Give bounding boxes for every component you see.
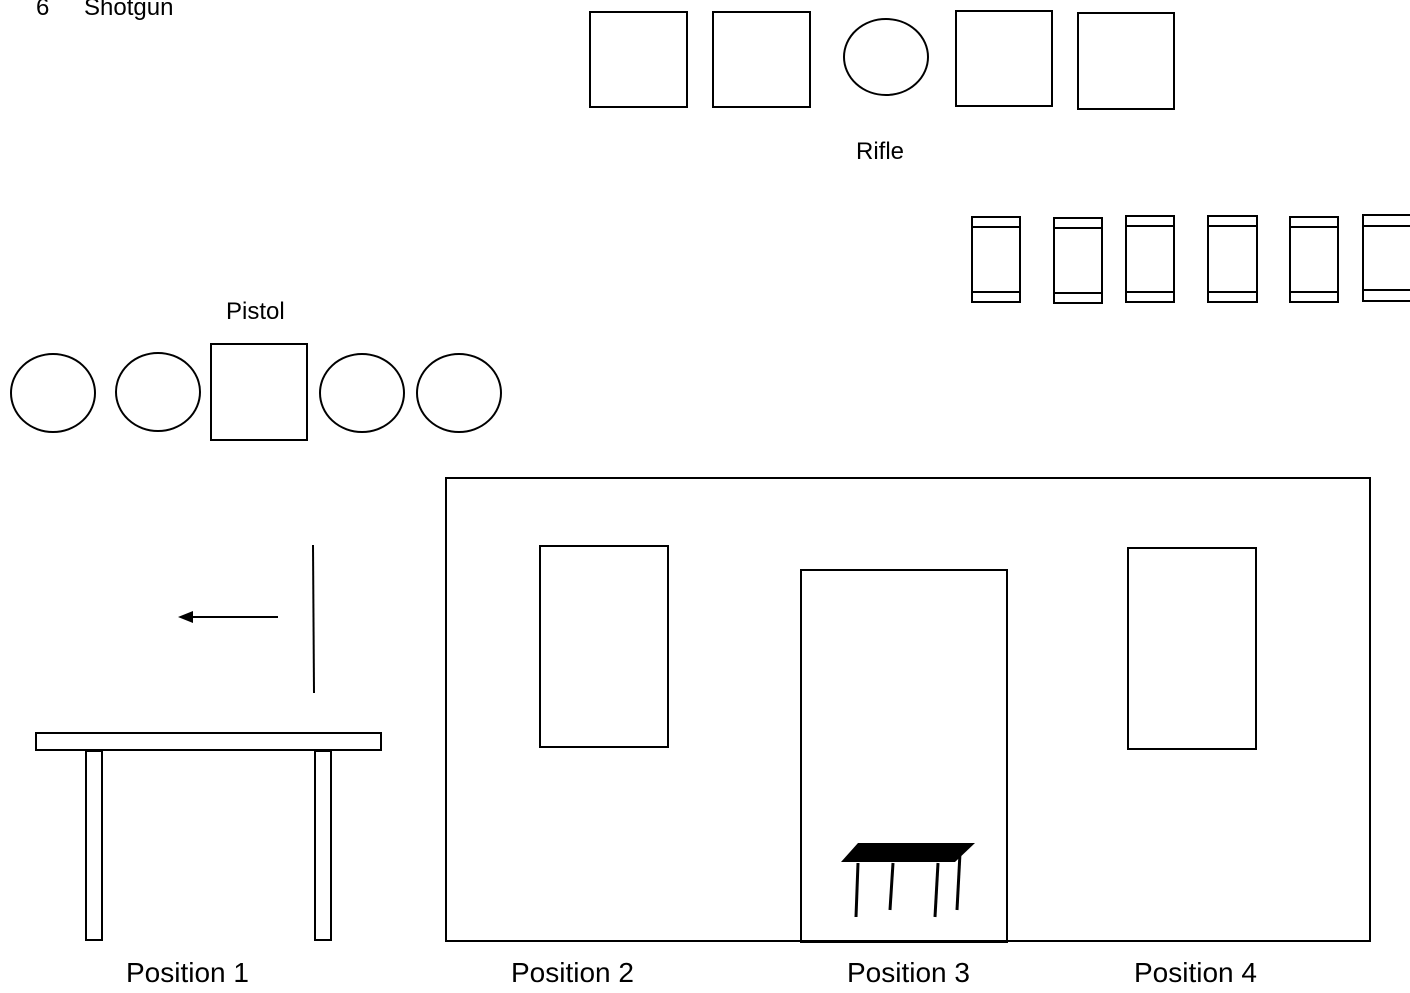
fault-line [312,544,315,694]
shotgun-target-1 [971,216,1021,303]
position-1-label: Position 1 [126,957,249,988]
pistol-target-square [210,343,308,441]
pistol-label: Pistol [226,298,285,325]
rifle-target-square-3 [955,10,1053,107]
header-number: 6 [36,0,50,21]
table [35,732,382,941]
pistol-target-circle-1 [10,353,96,433]
rifle-target-circle [843,18,929,96]
position-3-label: Position 3 [847,957,970,988]
shotgun-target-2 [1053,217,1103,304]
window-right [1127,547,1257,750]
window-left [539,545,669,748]
pistol-target-circle-2 [115,352,201,432]
position-2-label: Position 2 [511,957,634,988]
shotgun-target-4 [1207,215,1258,303]
rifle-target-square-2 [712,11,811,108]
rifle-label: Rifle [856,138,905,165]
shotgun-target-5 [1289,216,1339,303]
shotgun-target-6 [1362,214,1410,302]
header-shotgun-label: Shotgun [84,0,174,21]
rifle-target-square-4 [1077,12,1175,110]
shotgun-target-3 [1125,215,1175,303]
position-4-label: Position 4 [1134,957,1257,988]
doorway [800,569,1008,943]
direction-arrow-head [178,611,193,623]
pistol-target-circle-4 [416,353,502,433]
pistol-target-circle-3 [319,353,405,433]
doorway-table-icon [841,843,975,918]
rifle-target-square-1 [589,11,688,108]
